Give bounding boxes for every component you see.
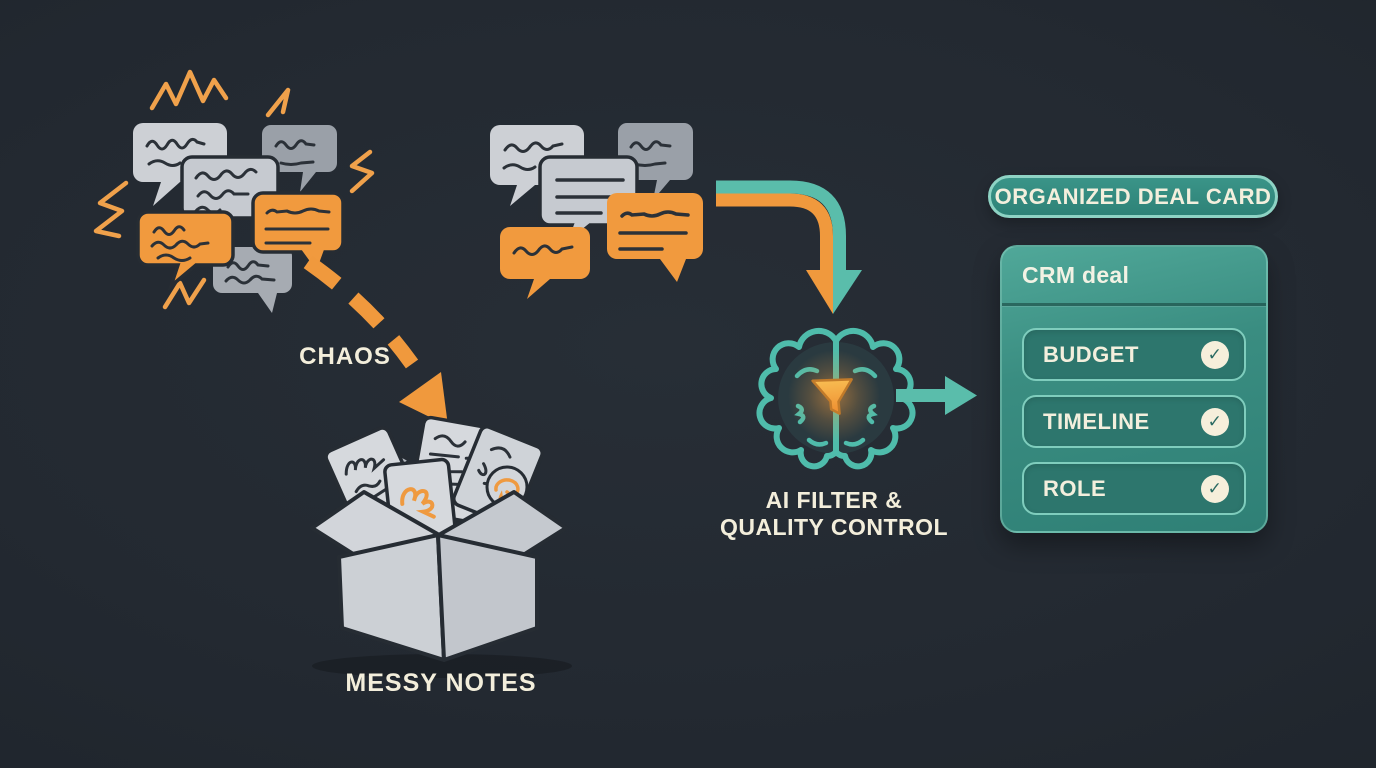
crm-deal-card-header: CRM deal (1002, 247, 1266, 303)
spark-icon (93, 69, 375, 310)
deal-field-budget: BUDGET ✓ (1022, 328, 1246, 381)
chat-bubble-gray-4 (213, 247, 292, 313)
crm-deal-title: CRM deal (1022, 261, 1130, 288)
orange-scribble (400, 487, 436, 519)
scribble-text (150, 225, 210, 262)
deal-field-timeline: TIMELINE ✓ (1022, 395, 1246, 448)
scribble-text (224, 260, 276, 285)
deal-field-label: TIMELINE (1043, 408, 1150, 434)
scribble-text (264, 207, 331, 245)
filter-input-bubble-cluster (490, 123, 703, 299)
organized-deal-card-pill: ORGANIZED DEAL CARD (988, 175, 1278, 218)
scribble-text (502, 141, 564, 171)
ai-filter-label-line2: QUALITY CONTROL (719, 514, 949, 540)
crm-deal-card: CRM deal BUDGET ✓ TIMELINE ✓ ROLE ✓ (1000, 245, 1268, 533)
box-front-left (337, 533, 446, 662)
check-icon: ✓ (1201, 340, 1229, 369)
box-front-right (436, 533, 539, 662)
chat-bubble-gray-2 (262, 125, 337, 192)
brain-icon (756, 327, 916, 470)
pill-label: ORGANIZED DEAL CARD (994, 183, 1272, 209)
messy-notes-box-icon (310, 415, 572, 678)
funnel-icon (811, 378, 853, 415)
elbow-arrow-icon (716, 180, 862, 314)
scribble-text (145, 137, 206, 167)
chat-bubble-orange-2 (607, 193, 703, 282)
check-icon: ✓ (1201, 474, 1229, 503)
deal-field-label: BUDGET (1043, 341, 1139, 367)
check-icon: ✓ (1201, 407, 1229, 436)
chat-bubble-orange-1 (500, 227, 590, 299)
scribble-text (618, 210, 690, 251)
output-arrow-icon (896, 376, 977, 415)
deal-field-label: ROLE (1043, 475, 1107, 501)
ai-filter-label: AI FILTER & QUALITY CONTROL (704, 487, 964, 541)
ai-filter-label-line1: AI FILTER & (765, 487, 903, 513)
scribble-text (274, 139, 316, 166)
dashed-arrow-icon (303, 255, 448, 426)
deal-field-role: ROLE ✓ (1022, 462, 1246, 515)
scribble-text (512, 244, 574, 256)
chat-bubble-gray-1 (490, 125, 584, 206)
deal-fields-list: BUDGET ✓ TIMELINE ✓ ROLE ✓ (1002, 307, 1266, 515)
chat-bubble-orange-1 (136, 210, 235, 292)
chat-bubble-gray-1 (133, 123, 227, 206)
chaos-bubble-cluster (93, 69, 375, 313)
card-divider (1002, 303, 1266, 307)
messy-notes-label: MESSY NOTES (345, 669, 537, 697)
chaos-label: CHAOS (299, 343, 391, 370)
